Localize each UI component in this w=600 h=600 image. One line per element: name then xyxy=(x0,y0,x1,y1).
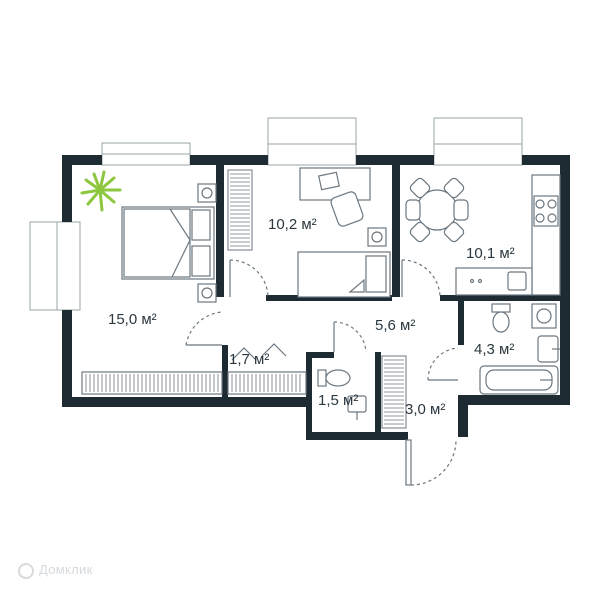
wardrobe-closet xyxy=(227,371,307,395)
wc-toilet xyxy=(325,369,351,387)
kitchen-furniture xyxy=(405,174,561,296)
window-study xyxy=(267,117,357,166)
watermark: Домклик xyxy=(18,562,93,579)
bedroom-furniture xyxy=(81,183,307,395)
room-label-study: 10,2 м² xyxy=(268,216,317,233)
laptop-icon xyxy=(318,171,340,191)
room-labels: 15,0 м² 10,2 м² 10,1 м² 5,6 м² 1,7 м² 4,… xyxy=(108,216,515,418)
room-label-kitchen: 10,1 м² xyxy=(466,245,515,262)
domclick-logo-icon xyxy=(18,562,34,579)
watermark-text: Домклик xyxy=(39,562,93,577)
room-label-hall: 5,6 м² xyxy=(375,317,415,334)
walls xyxy=(62,155,570,440)
balcony-window xyxy=(29,221,81,311)
kitchen-sink xyxy=(507,271,527,291)
office-chair xyxy=(330,191,364,227)
wardrobe-outlines xyxy=(227,169,407,429)
plant-icon xyxy=(80,170,122,212)
wc-furniture xyxy=(317,369,367,420)
kitchen-counter-side xyxy=(531,174,561,296)
room-label-bedroom: 15,0 м² xyxy=(108,311,157,328)
wardrobe-bedroom xyxy=(81,371,223,395)
bath-toilet xyxy=(492,311,510,333)
wardrobe-hatch xyxy=(85,173,404,425)
window-kitchen xyxy=(433,117,523,166)
room-label-entry: 3,0 м² xyxy=(405,401,445,418)
room-label-closet: 1,7 м² xyxy=(229,351,269,368)
windows xyxy=(29,117,523,311)
doors xyxy=(185,259,459,486)
bathroom-furniture xyxy=(479,303,560,395)
room-label-bathroom: 4,3 м² xyxy=(474,341,514,358)
closet-hangers xyxy=(231,343,287,361)
study-furniture xyxy=(297,167,391,298)
room-label-toilet: 1,5 м² xyxy=(318,392,358,409)
